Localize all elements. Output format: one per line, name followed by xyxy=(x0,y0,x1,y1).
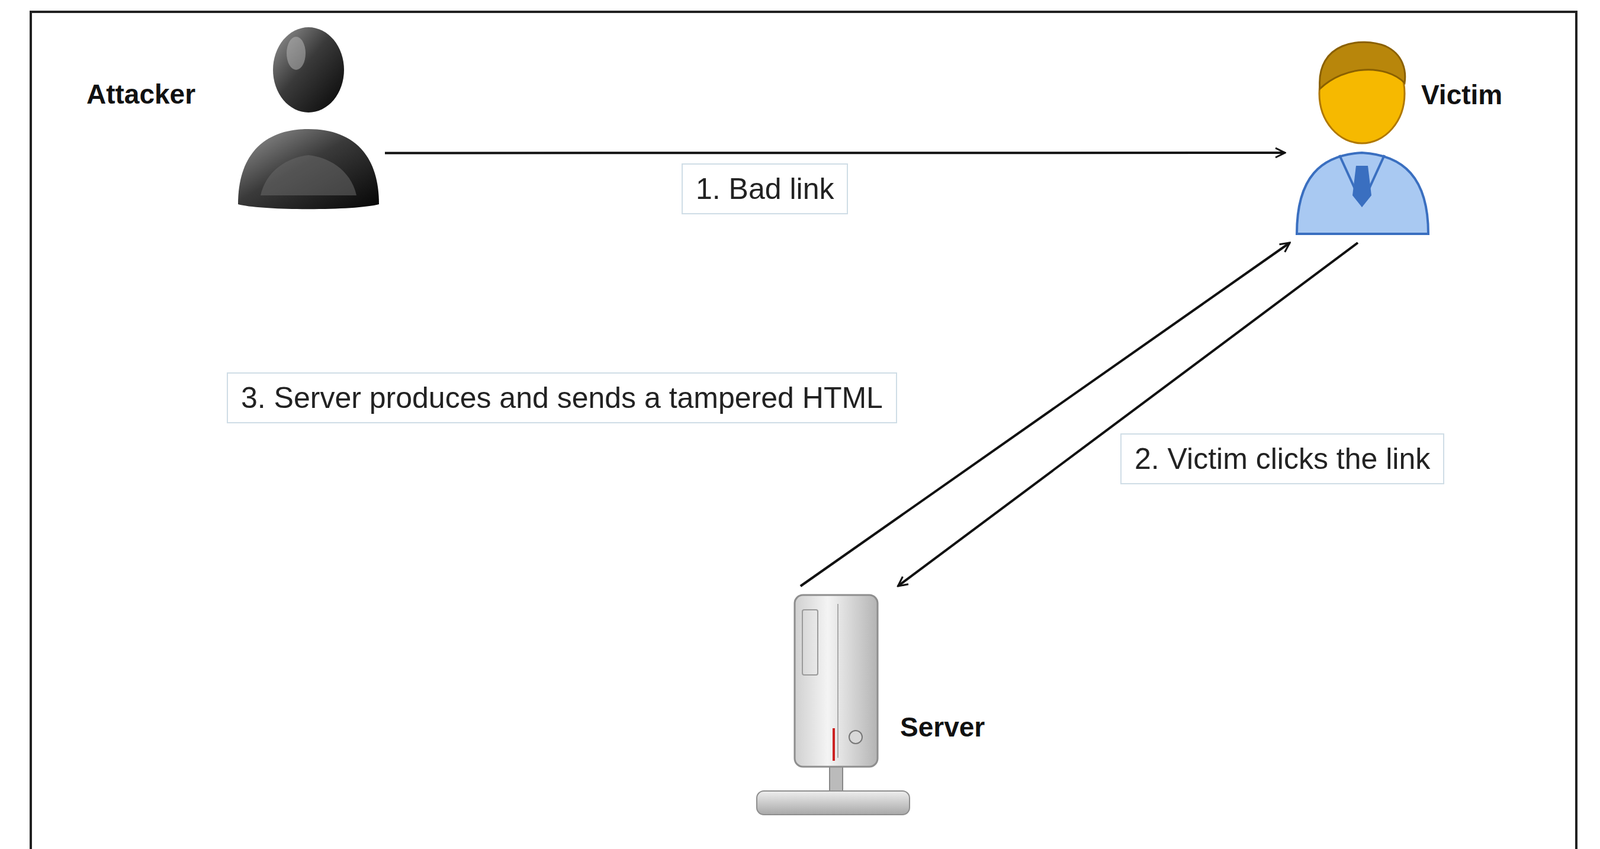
attacker-icon xyxy=(238,27,379,210)
actor: Attacker xyxy=(76,28,385,210)
step-label: 3. Server produces and sends a tampered … xyxy=(226,372,898,424)
server-icon xyxy=(756,595,910,815)
victim-icon xyxy=(1296,42,1429,234)
step-label: 1. Bad link xyxy=(681,163,848,215)
actor-name: Server xyxy=(900,711,985,744)
frame xyxy=(30,11,1577,849)
actor-name: Victim xyxy=(1421,78,1503,112)
arrow xyxy=(384,151,1285,154)
actor: Server xyxy=(752,586,1013,824)
arrow xyxy=(897,242,1358,587)
actor-name: Attacker xyxy=(86,78,196,111)
step-label: 2. Victim clicks the link xyxy=(1120,433,1445,485)
actor: Victim xyxy=(1284,41,1528,243)
